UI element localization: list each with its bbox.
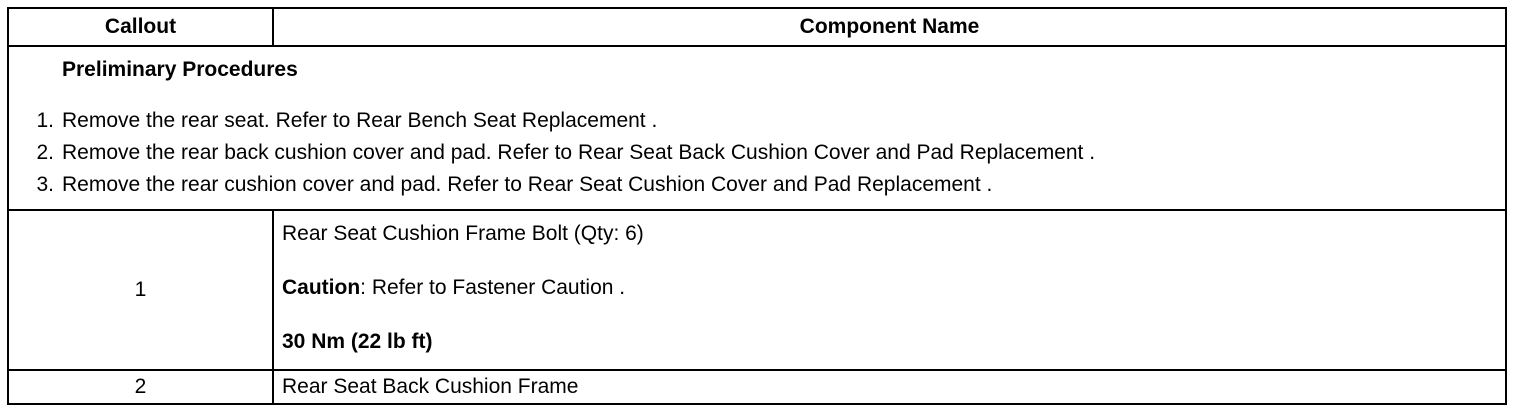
header-callout: Callout (7, 7, 274, 47)
step-number: 3. (36, 173, 54, 196)
step-number: 2. (36, 141, 54, 164)
callout-cell: 2 (7, 369, 274, 405)
procedure-steps-list: 1. Remove the rear seat. Refer to Rear B… (9, 105, 1505, 201)
callout-cell: 1 (7, 209, 274, 371)
step-text: Remove the rear seat. Refer to Rear Benc… (62, 109, 658, 132)
component-name-cell: Rear Seat Back Cushion Frame (272, 369, 1507, 405)
header-component-name: Component Name (272, 7, 1507, 47)
caution-separator: : (360, 276, 366, 299)
preliminary-procedures-cell: Preliminary Procedures 1. Remove the rea… (7, 45, 1507, 211)
component-name-cell: Rear Seat Cushion Frame Bolt (Qty: 6) Ca… (272, 209, 1507, 371)
torque-spec: 30 Nm (22 lb ft) (282, 330, 433, 353)
caution-note: Caution: Refer to Fastener Caution . (282, 275, 1505, 301)
procedure-step: 2. Remove the rear back cushion cover an… (9, 137, 1505, 169)
caution-text: Refer to Fastener Caution . (366, 276, 626, 299)
step-number: 1. (36, 109, 54, 132)
step-text: Remove the rear cushion cover and pad. R… (62, 173, 993, 196)
header-row: Callout Component Name (7, 7, 1507, 47)
table-row: 1 Rear Seat Cushion Frame Bolt (Qty: 6) … (7, 209, 1507, 371)
step-text: Remove the rear back cushion cover and p… (62, 141, 1096, 164)
caution-label: Caution (282, 276, 361, 299)
preliminary-procedures-title: Preliminary Procedures (62, 58, 298, 81)
component-table: Callout Component Name Preliminary Proce… (7, 7, 1507, 405)
procedure-step: 1. Remove the rear seat. Refer to Rear B… (9, 105, 1505, 137)
table-row: 2 Rear Seat Back Cushion Frame (7, 369, 1507, 405)
component-name: Rear Seat Cushion Frame Bolt (Qty: 6) (282, 222, 644, 245)
procedure-step: 3. Remove the rear cushion cover and pad… (9, 169, 1505, 201)
preliminary-row: Preliminary Procedures 1. Remove the rea… (7, 45, 1507, 211)
